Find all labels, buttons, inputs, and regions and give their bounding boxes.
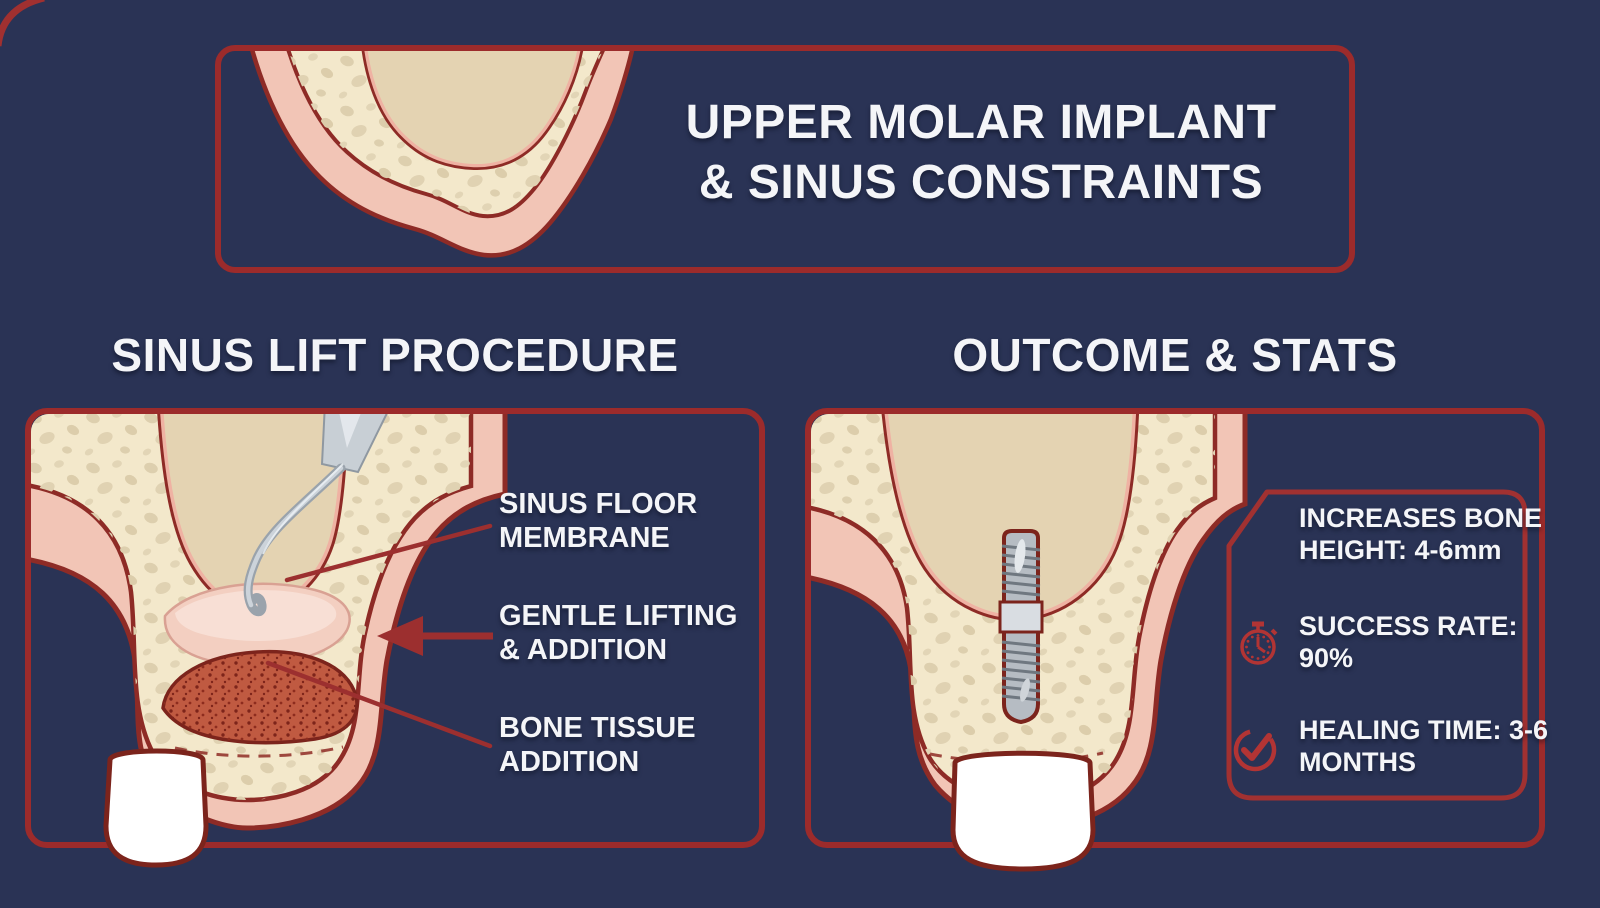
page-title-line1: UPPER MOLAR IMPLANT [685, 96, 1277, 149]
leader-line-membrane [284, 523, 493, 583]
tooth [103, 748, 209, 868]
tooth [950, 750, 1096, 872]
sinus-membrane [163, 582, 351, 666]
banner-sinus-cross-section-illustration [250, 51, 635, 258]
title-banner: UPPER MOLAR IMPLANT & SINUS CONSTRAINTS [215, 45, 1355, 273]
heading-outcome-stats: OUTCOME & STATS [952, 329, 1398, 381]
lifting-instrument [243, 414, 394, 617]
label-gentle-lifting-addition: GENTLE LIFTING & ADDITION [499, 600, 738, 666]
corner-decoration [0, 0, 45, 47]
stat-bone-height: INCREASES BONE HEIGHT: 4-6mm [1299, 503, 1543, 566]
stat-success-rate: SUCCESS RATE: 90% [1299, 611, 1518, 674]
leader-line-graft [265, 660, 493, 749]
implant-illustration [811, 414, 1528, 872]
page-title: UPPER MOLAR IMPLANT & SINUS CONSTRAINTS [619, 93, 1343, 212]
bone-dashed-line [174, 745, 344, 758]
check-circle-icon [1233, 728, 1277, 772]
label-bone-tissue-addition: BONE TISSUE ADDITION [499, 712, 696, 778]
dental-implant [998, 529, 1044, 725]
page-title-line2: & SINUS CONSTRAINTS [698, 155, 1264, 209]
left-arrow-icon [377, 616, 493, 656]
sinus-lift-panel: SINUS FLOOR MEMBRANE GENTLE LIFTING & AD… [25, 408, 765, 868]
sinus-lift-illustration [31, 414, 508, 868]
outcome-stats-panel: INCREASES BONE HEIGHT: 4-6mm SUCCESS RAT… [805, 408, 1548, 872]
stat-healing-time: HEALING TIME: 3-6 MONTHS [1299, 715, 1549, 778]
heading-sinus-lift-procedure: SINUS LIFT PROCEDURE [111, 329, 679, 381]
stopwatch-icon [1240, 621, 1278, 665]
stats-box-border [1226, 489, 1528, 801]
label-sinus-floor-membrane: SINUS FLOOR MEMBRANE [499, 488, 698, 554]
